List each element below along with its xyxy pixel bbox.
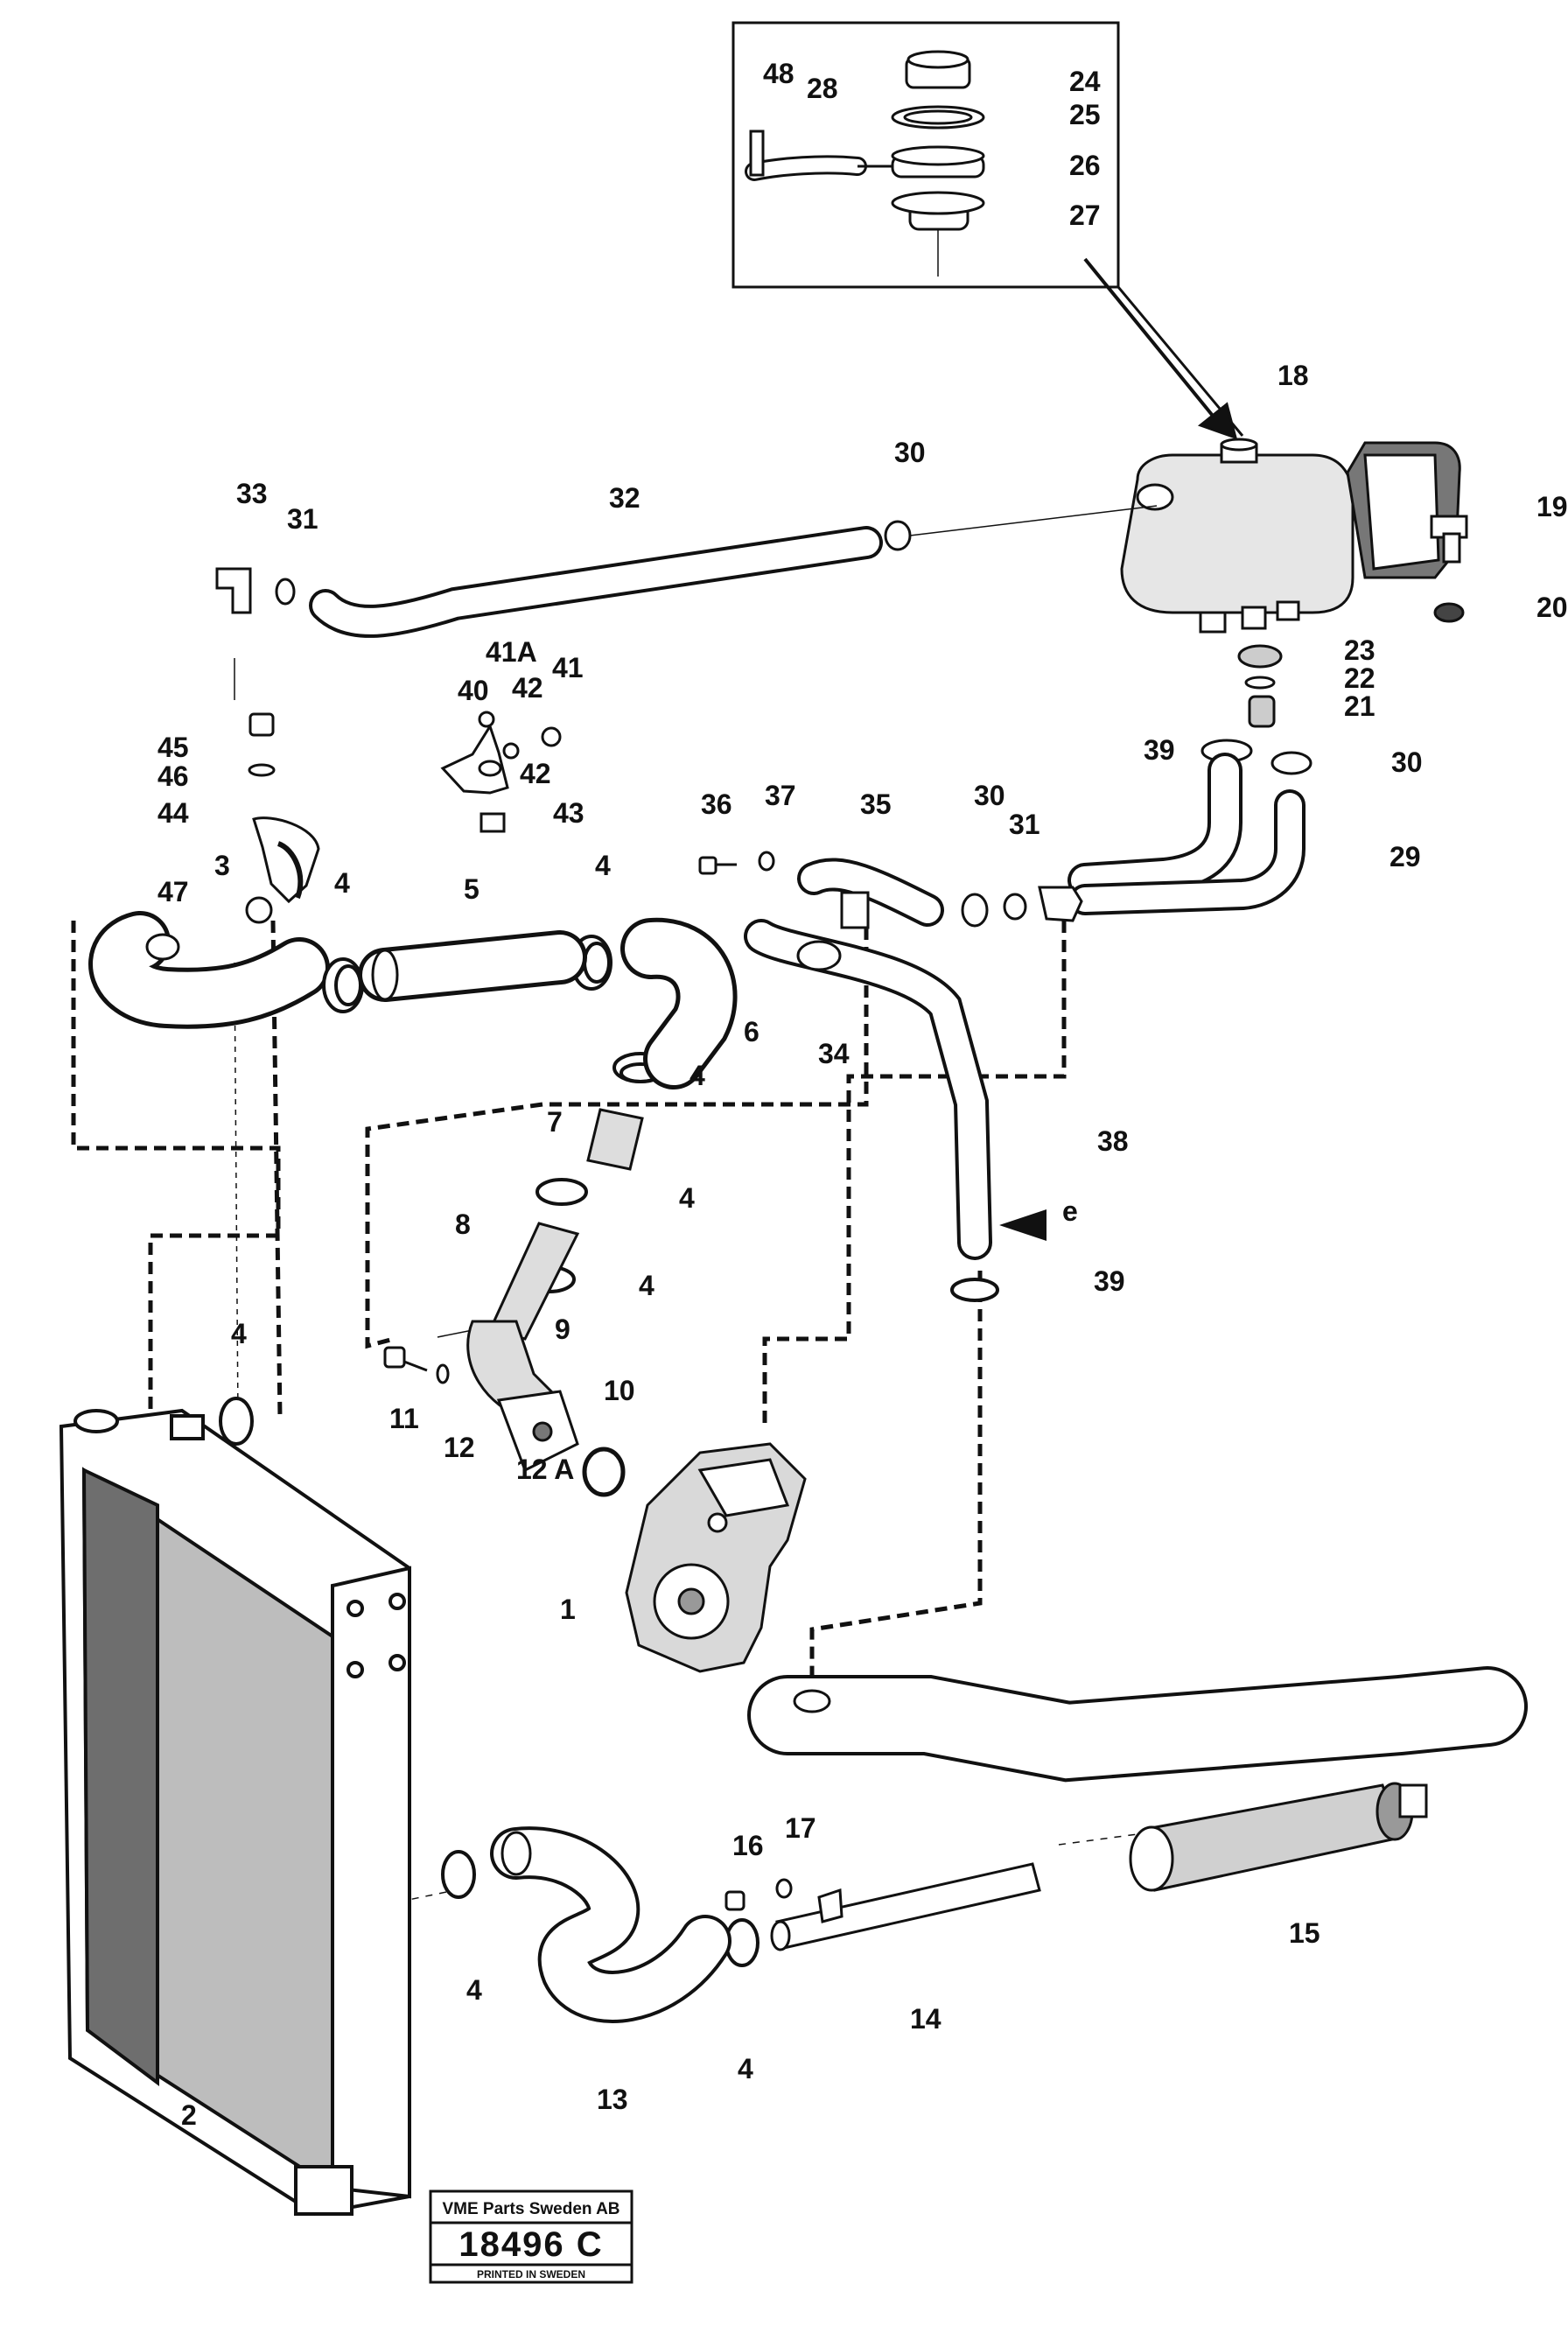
callout-c4d: 4 [679, 1182, 695, 1214]
callout-c20: 20 [1536, 592, 1568, 623]
callout-c12: 12 [444, 1432, 475, 1463]
stamp-code: 18496 C [458, 2225, 603, 2264]
callout-c42b: 42 [520, 758, 551, 789]
callout-c38: 38 [1097, 1125, 1129, 1157]
callout-c5: 5 [464, 873, 480, 905]
callout-c30b: 30 [894, 437, 926, 468]
callout-c30c: 30 [974, 780, 1005, 811]
thermostat-pipes [466, 1108, 644, 1473]
callout-c33: 33 [236, 478, 268, 509]
callout-c17: 17 [785, 1812, 816, 1844]
callout-c27: 27 [1069, 200, 1101, 231]
callout-c8: 8 [455, 1209, 471, 1240]
callout-c11: 11 [389, 1403, 419, 1434]
callout-c1: 1 [560, 1594, 576, 1625]
callout-c4e: 4 [639, 1270, 654, 1301]
callout-c39a: 39 [1144, 734, 1175, 766]
callout-c4c: 4 [690, 1060, 705, 1091]
callout-c2: 2 [181, 2099, 197, 2131]
callout-c44: 44 [158, 797, 189, 829]
pipe-and-muffler [724, 1782, 1428, 1951]
callout-c3: 3 [214, 850, 230, 881]
callout-c9: 9 [555, 1314, 570, 1345]
hose-clamp-44 [245, 712, 320, 924]
callout-c7: 7 [547, 1106, 563, 1138]
arrow-e [999, 1209, 1046, 1241]
callout-c19: 19 [1536, 491, 1568, 522]
expansion-cap-parts [745, 50, 985, 277]
callout-c30a: 30 [1391, 746, 1423, 778]
callout-c6: 6 [744, 1016, 760, 1047]
callout-c47: 47 [158, 876, 189, 907]
stamp-printed: PRINTED IN SWEDEN [477, 2268, 585, 2280]
callout-c26: 26 [1069, 150, 1101, 181]
stamp-box: VME Parts Sweden AB 18496 C PRINTED IN S… [429, 2189, 634, 2284]
callout-ce: e [1062, 1195, 1078, 1227]
callout-c48: 48 [763, 58, 794, 89]
callout-c18: 18 [1278, 360, 1309, 391]
callout-c22: 22 [1344, 662, 1376, 694]
callout-c21: 21 [1344, 690, 1376, 722]
radiator-hose-3 [88, 911, 330, 1029]
callout-c29: 29 [1390, 841, 1421, 872]
callout-c31a: 31 [287, 503, 318, 535]
hose-5-elbow-6 [358, 917, 738, 1089]
intake-pipe [747, 1666, 1528, 1783]
callout-c35: 35 [860, 788, 892, 820]
radiator [59, 1408, 411, 2217]
callout-c45: 45 [158, 732, 189, 763]
callout-c12A: 12 A [516, 1454, 574, 1485]
callout-c37: 37 [765, 780, 796, 811]
callout-c25: 25 [1069, 99, 1101, 130]
expansion-tank [1120, 438, 1468, 634]
callout-c16: 16 [732, 1830, 764, 1861]
callout-c41: 41 [552, 652, 584, 683]
callout-c42a: 42 [512, 672, 543, 704]
heater-fittings [698, 851, 1083, 971]
callout-c13: 13 [597, 2084, 628, 2115]
heater-hoses [744, 753, 1306, 1302]
callout-c4h: 4 [738, 2053, 753, 2084]
bolts-and-oring [383, 1346, 626, 1497]
stamp-company: VME Parts Sweden AB [442, 2200, 620, 2218]
detail-inset [732, 21, 1244, 440]
callout-c15: 15 [1289, 1917, 1320, 1949]
callout-c43: 43 [553, 797, 584, 829]
callout-c28: 28 [807, 73, 838, 104]
lower-hose-13 [490, 1826, 732, 2023]
callout-c40: 40 [458, 675, 489, 706]
callout-c4b: 4 [595, 850, 611, 881]
callout-c41A: 41A [486, 636, 537, 668]
callout-c4f: 4 [231, 1318, 247, 1349]
callout-c4g: 4 [466, 1974, 482, 2006]
callout-c31b: 31 [1009, 809, 1040, 840]
callout-c10: 10 [604, 1375, 635, 1406]
callout-c24: 24 [1069, 66, 1101, 97]
bypass-hose-32 [215, 520, 912, 638]
callout-c36: 36 [701, 788, 732, 820]
callout-c34: 34 [818, 1038, 850, 1069]
callout-c46: 46 [158, 760, 189, 792]
water-pump [625, 1442, 807, 1673]
callout-c14: 14 [910, 2003, 942, 2035]
callout-c32: 32 [609, 482, 640, 514]
callout-c23: 23 [1344, 634, 1376, 666]
callout-c39b: 39 [1094, 1265, 1125, 1297]
clamp-bracket-40 [440, 711, 562, 833]
callout-c4a: 4 [334, 867, 350, 899]
